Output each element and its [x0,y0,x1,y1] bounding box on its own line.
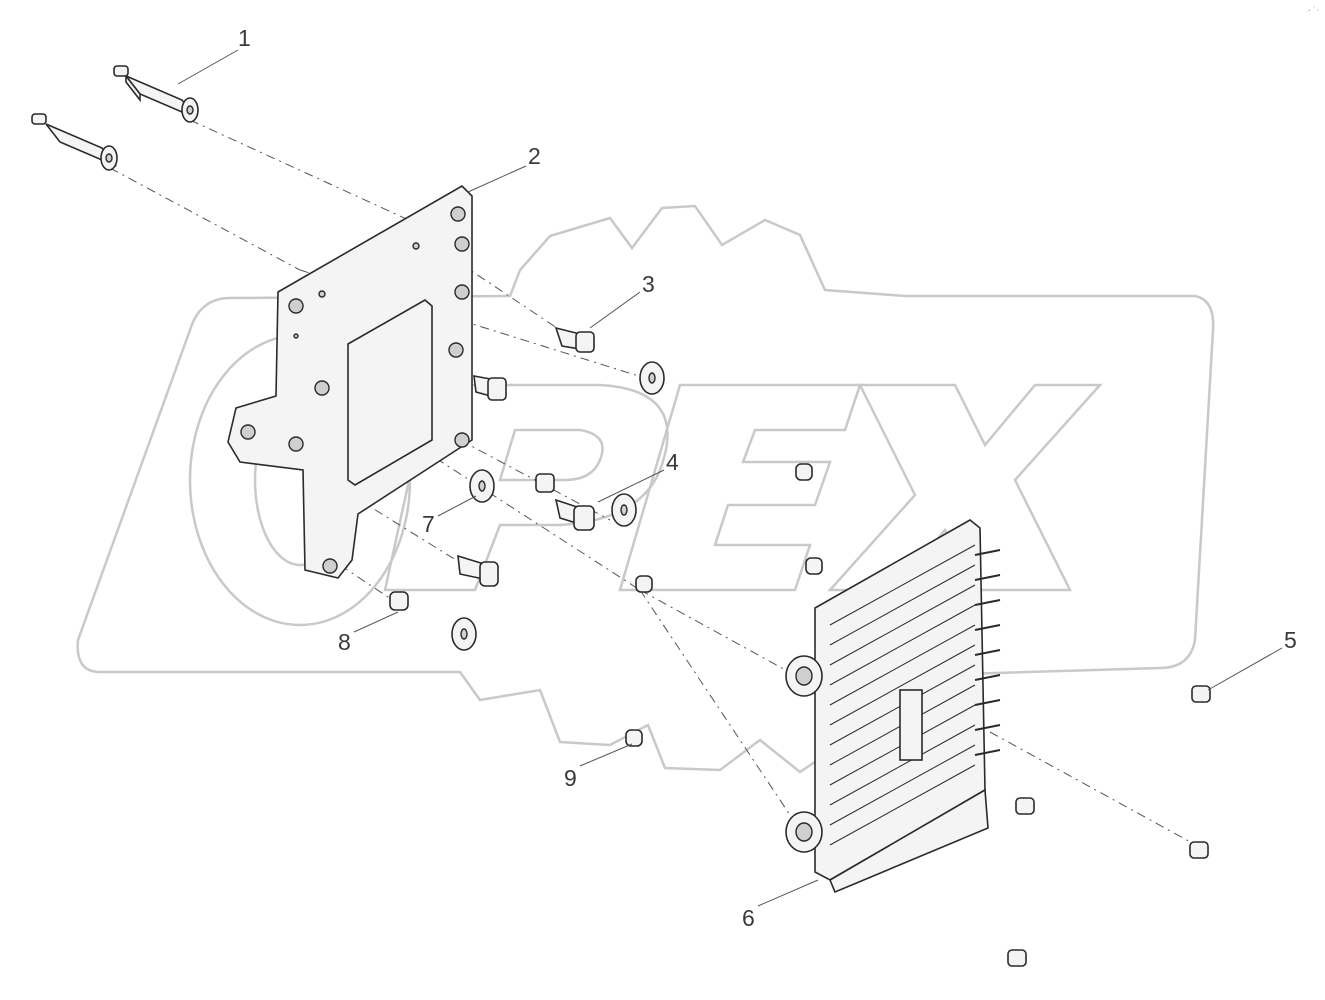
hex-bolts [457,326,595,587]
watermark-letter-x [827,383,1103,592]
callout-7: 7 [422,511,435,537]
control-module [785,519,1001,894]
callout-labels: 1 2 3 4 5 6 7 8 9 [238,25,1297,931]
standoff-spacer [31,65,199,171]
watermark-letter-p [383,383,669,592]
screws [1007,685,1211,967]
callout-9: 9 [564,765,577,791]
callout-8: 8 [338,629,351,655]
callout-1: 1 [238,25,251,51]
watermark-letter-e [618,383,862,592]
callout-2: 2 [528,143,541,169]
assembly-centerlines [109,119,1206,851]
corner-mark: ·˙‧ [1306,6,1319,15]
flat-washers [451,361,665,651]
callout-6: 6 [742,905,755,931]
callout-5: 5 [1284,627,1297,653]
callout-3: 3 [642,271,655,297]
flange-nuts [389,463,823,747]
mounting-plate [227,185,473,579]
leader-lines [177,49,1283,907]
callout-4: 4 [666,449,679,475]
